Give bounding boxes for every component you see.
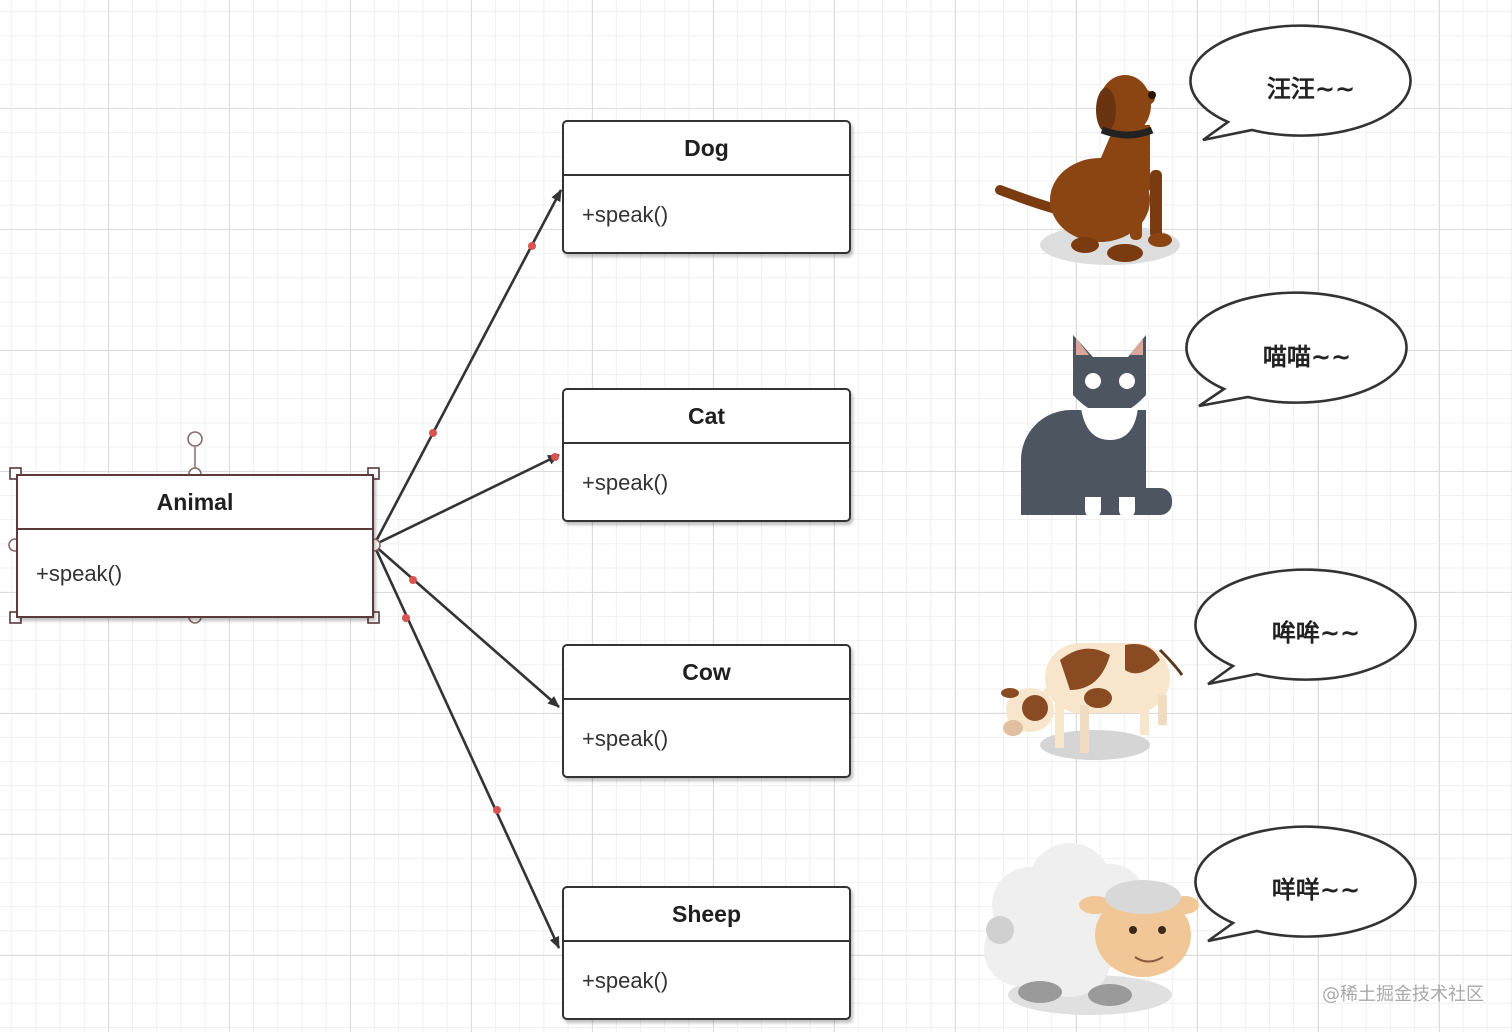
class-cat[interactable]: Cat +speak(): [562, 388, 851, 522]
class-sheep[interactable]: Sheep +speak(): [562, 886, 851, 1020]
class-method: +speak(): [36, 561, 123, 586]
class-cow[interactable]: Cow +speak(): [562, 644, 851, 778]
bubble-text-sheep: 咩咩~~: [1271, 876, 1361, 904]
class-method: +speak(): [582, 726, 669, 751]
connector-animal-cow[interactable]: [373, 544, 560, 708]
class-method: +speak(): [582, 968, 669, 993]
speech-bubbles: [1185, 24, 1417, 943]
class-name: Animal: [18, 476, 372, 530]
class-name: Dog: [564, 122, 849, 176]
speech-bubble-cat[interactable]: [1185, 291, 1408, 408]
class-method: +speak(): [582, 202, 669, 227]
class-name: Cat: [564, 390, 849, 444]
class-animal[interactable]: Animal +speak(): [16, 474, 374, 618]
watermark: @稀土掘金技术社区: [1322, 984, 1484, 1005]
dog-icon: [995, 75, 1180, 265]
bubble-text-dog: 汪汪~~: [1266, 75, 1356, 103]
class-method: +speak(): [582, 470, 669, 495]
connector-animal-sheep[interactable]: [372, 544, 561, 949]
waypoint-dot[interactable]: [528, 242, 536, 250]
connector-animal-cat[interactable]: [373, 453, 560, 547]
cat-icon: [1021, 335, 1172, 518]
rotate-handle[interactable]: [187, 431, 203, 447]
class-name: Cow: [564, 646, 849, 700]
inheritance-connectors: [372, 189, 563, 949]
speech-bubble-sheep[interactable]: [1194, 825, 1417, 943]
waypoint-dot[interactable]: [551, 453, 559, 461]
bubble-text-cow: 哞哞~~: [1271, 619, 1361, 647]
bubble-text-cat: 喵喵~~: [1262, 343, 1352, 371]
waypoint-dot[interactable]: [409, 576, 417, 584]
resize-handle-top-left[interactable]: [9, 467, 22, 480]
cow-icon: [1001, 643, 1184, 760]
waypoint-dot[interactable]: [402, 614, 410, 622]
speech-bubble-cow[interactable]: [1194, 568, 1417, 686]
waypoint-dot[interactable]: [429, 429, 437, 437]
class-name: Sheep: [564, 888, 849, 942]
waypoint-dot[interactable]: [493, 806, 501, 814]
class-dog[interactable]: Dog +speak(): [562, 120, 851, 254]
sheep-icon: [984, 843, 1199, 1015]
speech-bubble-dog[interactable]: [1189, 24, 1412, 142]
